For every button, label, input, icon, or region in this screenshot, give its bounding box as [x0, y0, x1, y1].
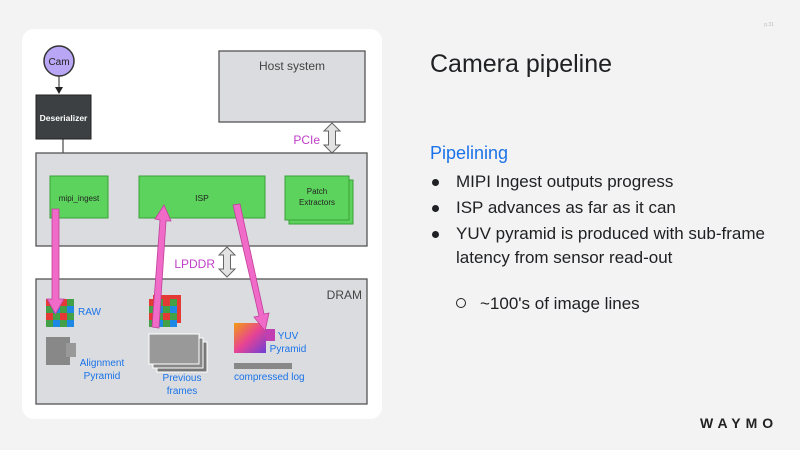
yuv-pyramid-icon: [234, 323, 275, 353]
isp-block: ISP: [138, 175, 266, 219]
previous-frames-label-2: frames: [167, 386, 198, 397]
hollow-bullet-icon: [456, 298, 466, 308]
mipi-ingest-block: mipi_ingest: [49, 175, 109, 219]
bullet-dot-icon: [432, 231, 439, 238]
alignment-pyramid-label-1: Alignment: [80, 358, 125, 369]
mipi-ingest-label: mipi_ingest: [59, 194, 100, 203]
deserializer-label: Deserializer: [40, 113, 88, 123]
previous-frames-to-isp-arrow: [151, 204, 172, 329]
bullet-text: ISP advances as far as it can: [456, 198, 676, 217]
bullet-dot-icon: [432, 179, 439, 186]
yuv-pyramid-label-1: YUV: [278, 331, 299, 342]
raw-label: RAW: [78, 307, 102, 318]
pcie-link: PCIe: [293, 122, 342, 154]
isp-to-yuv-arrow: [232, 203, 270, 332]
bullet-item: ISP advances as far as it can: [430, 196, 770, 220]
waymo-logo: WAYMO: [700, 415, 779, 431]
bullet-text: YUV pyramid is produced with sub-frame l…: [456, 224, 765, 267]
pipeline-diagram: Cam Deserializer Host system PCIe mipi_i…: [22, 29, 382, 419]
pipeline-diagram-svg: Cam Deserializer Host system PCIe mipi_i…: [35, 45, 368, 405]
slide-title: Camera pipeline: [430, 50, 613, 78]
section-title: Pipelining: [430, 143, 509, 163]
cam-label: Cam: [48, 57, 69, 68]
bullet-list: MIPI Ingest outputs progress ISP advance…: [430, 170, 770, 272]
compressed-log-label: compressed log: [234, 372, 305, 383]
cam-node: Cam: [43, 45, 75, 77]
mipi-to-raw-arrow: [46, 208, 65, 315]
patch-extractors-label-2: Extractors: [299, 198, 335, 207]
host-system-label: Host system: [259, 59, 325, 73]
alignment-pyramid-label-2: Pyramid: [84, 371, 121, 382]
pcie-label: PCIe: [293, 133, 320, 147]
yuv-pyramid-label-2: Pyramid: [270, 344, 307, 355]
sub-bullet: ~100's of image lines: [456, 294, 640, 314]
patch-extractors-block: Patch Extractors: [284, 175, 354, 225]
isp-label: ISP: [195, 193, 209, 203]
lpddr-label: LPDDR: [174, 257, 215, 271]
bullet-dot-icon: [432, 205, 439, 212]
bullet-text: MIPI Ingest outputs progress: [456, 172, 674, 191]
compressed-log-bar: [234, 363, 292, 369]
alignment-pyramid-icon: [46, 337, 76, 365]
patch-extractors-label-1: Patch: [307, 187, 327, 196]
previous-frames-label-1: Previous: [163, 373, 202, 384]
host-system-block: Host system: [218, 50, 366, 123]
previous-frames-icon: [148, 333, 208, 373]
bullet-item: YUV pyramid is produced with sub-frame l…: [430, 222, 770, 270]
deserializer-block: Deserializer: [35, 94, 92, 140]
slide-number: p.31: [764, 22, 774, 28]
sub-bullet-text: ~100's of image lines: [480, 294, 640, 313]
bullet-item: MIPI Ingest outputs progress: [430, 170, 770, 194]
lpddr-link: LPDDR: [174, 246, 237, 278]
dram-label: DRAM: [327, 288, 362, 302]
